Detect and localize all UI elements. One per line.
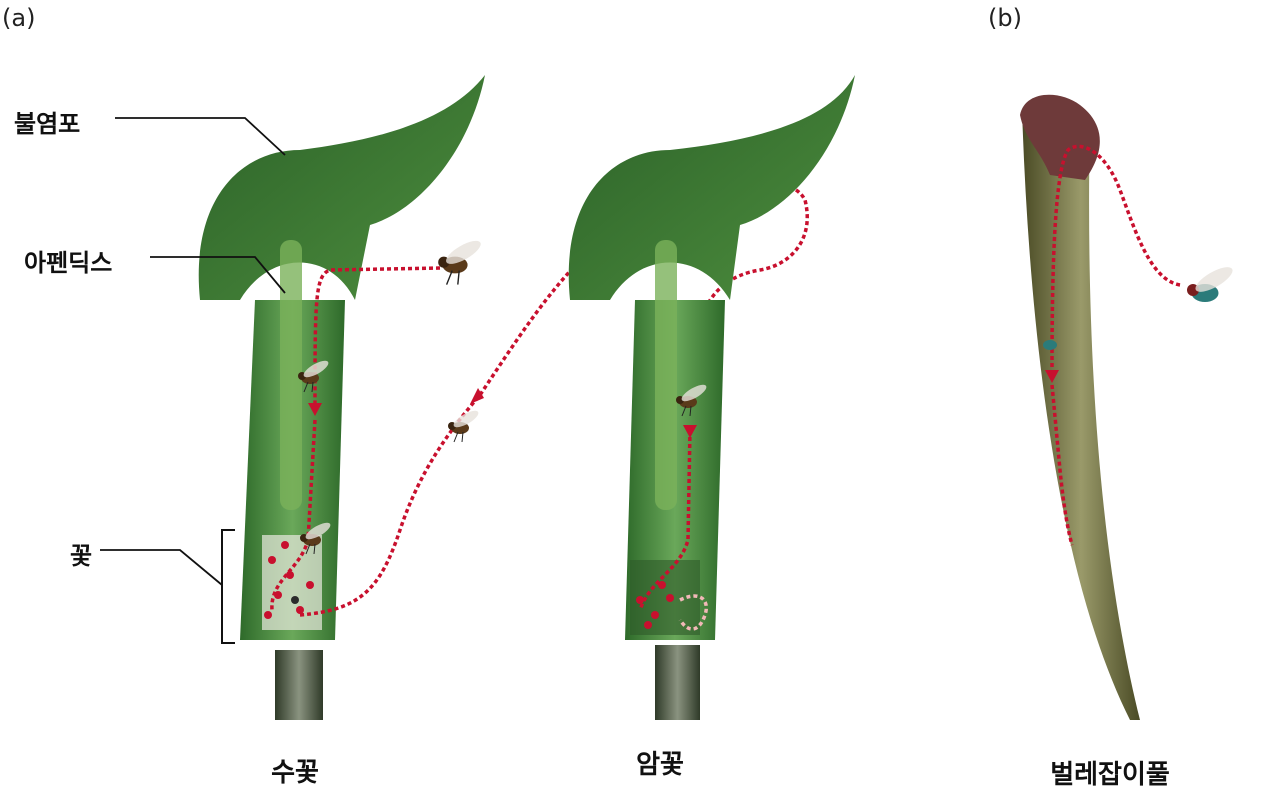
male-stem	[275, 650, 323, 720]
caption-male: 수꽃	[230, 752, 360, 789]
female-hood	[569, 75, 855, 300]
flower-bracket	[222, 530, 235, 643]
callout-spathe: 불염포	[14, 104, 80, 139]
pitcher-plant	[1020, 95, 1236, 720]
female-stem	[655, 645, 700, 720]
flower-leader	[100, 550, 222, 585]
callout-flower: 꽃	[70, 536, 92, 571]
male-plant	[199, 75, 485, 720]
callout-appendix: 아펜딕스	[24, 243, 112, 278]
caption-female: 암꽃	[595, 744, 725, 781]
panel-label-a: (a)	[2, 4, 35, 32]
pitcher-body	[1022, 110, 1140, 720]
transfer-arrow-icon	[470, 388, 484, 404]
spathe-leader	[115, 118, 285, 155]
female-appendix	[655, 240, 677, 510]
panel-label-b: (b)	[988, 4, 1022, 32]
fly-icon	[1043, 340, 1057, 350]
male-flower-cluster	[262, 535, 322, 630]
caption-pitcher: 벌레잡이풀	[1010, 754, 1210, 791]
fly-icon	[1187, 263, 1236, 302]
fly-icon	[438, 237, 484, 285]
female-plant	[569, 75, 855, 720]
